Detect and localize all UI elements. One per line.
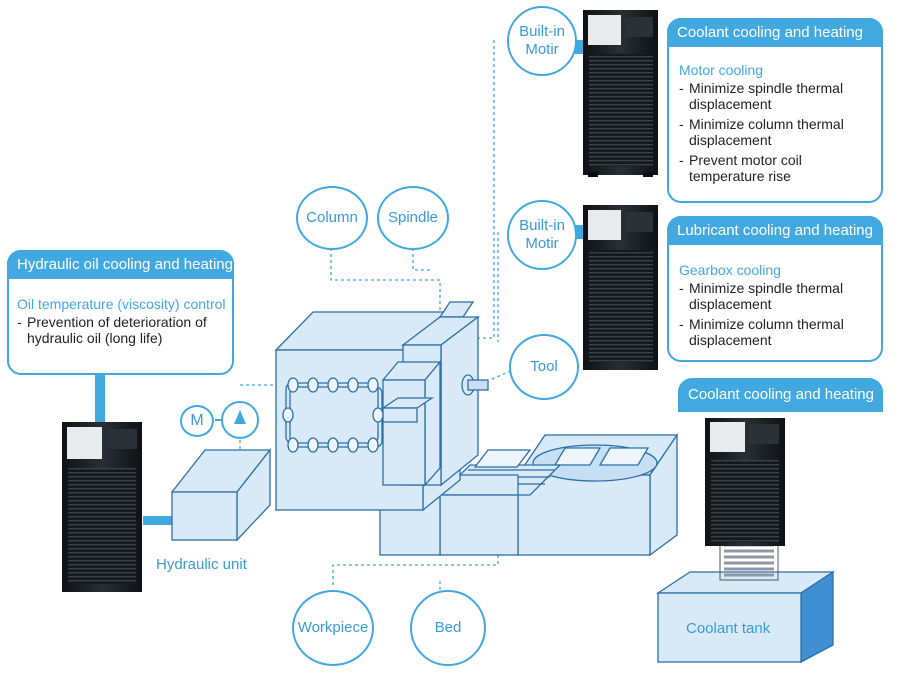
column-bubble: Column	[296, 186, 368, 250]
hydraulic-unit-box	[170, 448, 272, 542]
machine-body	[274, 301, 679, 557]
lubricant-panel-item-1: Minimize spindle thermal displacement	[679, 280, 875, 312]
hydraulic-unit-label: Hydraulic unit	[156, 556, 247, 573]
lubricant-panel-title: Lubricant cooling and heating	[667, 216, 883, 245]
chiller-unit-top	[583, 10, 658, 177]
coolant-panel-top-title: Coolant cooling and heating	[667, 18, 883, 47]
lubricant-panel-item-2: Minimize column thermal displacement	[679, 316, 875, 348]
column-piping	[282, 377, 384, 453]
coolant-panel-top-item-3: Prevent motor coil temperature rise	[679, 152, 875, 184]
coolant-panel-top-item-2: Minimize column thermal displacement	[679, 116, 875, 148]
coolant-panel-bottom-title: Coolant cooling and heating	[678, 378, 883, 412]
chiller-unit-left	[62, 422, 142, 592]
coolant-info-panel-top: Coolant cooling and heating Motor coolin…	[667, 18, 883, 203]
hydraulic-panel-title: Hydraulic oil cooling and heating	[7, 250, 234, 279]
chiller-unit-bottom	[705, 418, 785, 546]
motor-symbol: M	[180, 405, 214, 437]
pump-symbol	[215, 401, 259, 439]
hydraulic-info-panel: Hydraulic oil cooling and heating Oil te…	[7, 250, 234, 375]
bed-bubble: Bed	[410, 590, 486, 666]
hydraulic-panel-subtitle: Oil temperature (viscosity) control	[17, 296, 226, 312]
coolant-tank-label: Coolant tank	[686, 620, 771, 637]
lubricant-info-panel: Lubricant cooling and heating Gearbox co…	[667, 216, 883, 362]
chiller-unit-mid	[583, 205, 658, 370]
workpiece-bubble: Workpiece	[292, 590, 374, 666]
coolant-tank-box	[655, 570, 836, 664]
builtin-motor-mid-bubble: Built-in Motir	[507, 200, 577, 270]
builtin-motor-top-bubble: Built-in Motir	[507, 6, 577, 76]
coolant-panel-top-subtitle: Motor cooling	[679, 62, 764, 78]
coolant-panel-top-item-1: Minimize spindle thermal displacement	[679, 80, 875, 112]
hydraulic-panel-item: Prevention of deterioration of hydraulic…	[17, 314, 226, 346]
lubricant-panel-subtitle: Gearbox cooling	[679, 262, 781, 278]
spindle-bubble: Spindle	[377, 186, 449, 250]
tool-bubble: Tool	[509, 334, 579, 400]
